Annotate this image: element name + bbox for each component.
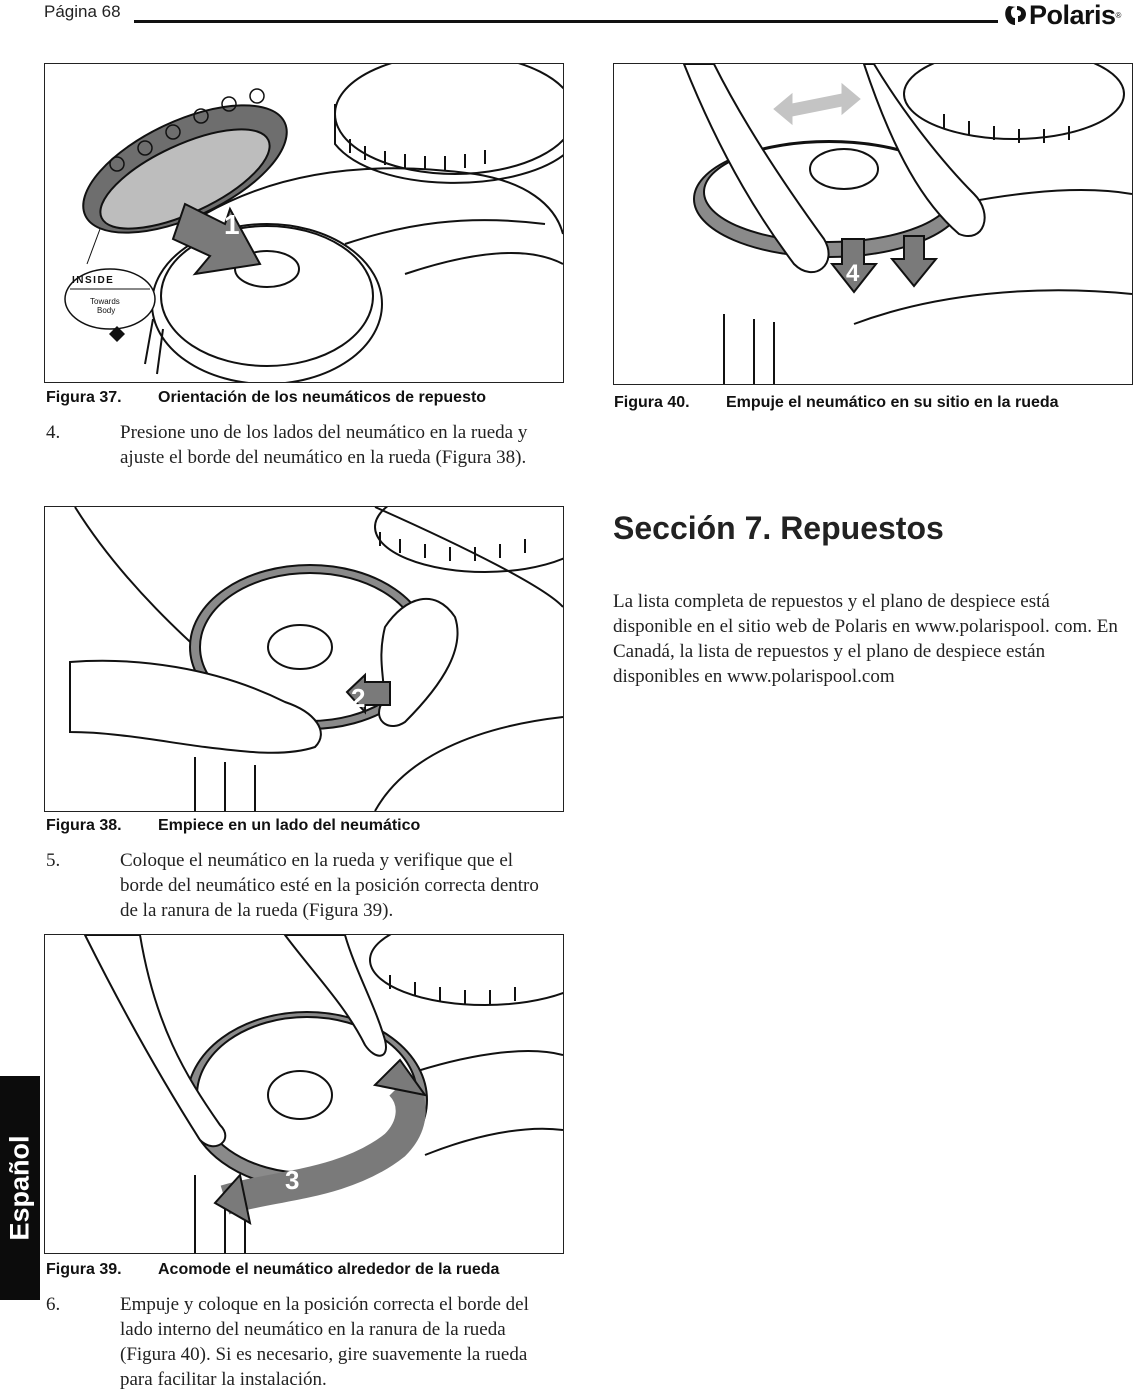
figure-39-caption: Figura 39. Acomode el neumático alrededor… [46,1261,499,1279]
callout-number-3: 3 [285,1165,300,1195]
figure-38-title: Empiece en un lado del neumático [158,817,421,834]
figure-40-illustration: 4 [613,63,1133,385]
callout-number-4: 4 [846,260,860,287]
figure-37-caption: Figura 37. Orientación de los neumáticos … [46,389,486,407]
figure-40-caption: Figura 40. Empuje el neumático en su siti… [614,394,1059,412]
step-6-text: Empuje y coloque en la posición correcta… [120,1294,529,1390]
step-4-number: 4. [46,422,61,443]
step-4-text: Presione uno de los lados del neumático … [120,422,528,468]
tire-orientation-drawing [64,64,563,382]
logo-wordmark: Polaris [1029,0,1116,30]
figure-39-illustration: 3 [44,934,564,1254]
page-number: Página 68 [44,2,121,21]
section-title: Sección 7. Repuestos [613,510,944,546]
header-rule [134,20,998,23]
figure-38-illustration: 2 [44,506,564,812]
push-tire-into-place-drawing [682,64,1132,384]
section-body: La lista completa de repuestos y el plan… [613,591,1118,687]
step-6-number: 6. [46,1294,61,1315]
figure-38-caption: Figura 38. Empiece en un lado del neumáti… [46,817,420,835]
figure-37-number: Figura 37. [46,389,122,406]
figure-37-illustration: 1 INSIDE Towards Body [44,63,564,383]
tag-towards-label: Towards [90,297,120,306]
figure-37-title: Orientación de los neumáticos de repuest… [158,389,487,406]
step-5-number: 5. [46,850,61,871]
tag-inside-label: INSIDE [72,275,115,286]
start-one-side-drawing [69,507,563,811]
step-5-text: Coloque el neumático en la rueda y verif… [120,850,539,921]
step-5: 5. Coloque el neumático en la rueda y ve… [46,848,566,924]
language-side-tab-label: Español [4,1135,35,1241]
figure-39-number: Figura 39. [46,1261,122,1278]
figure-38-number: Figura 38. [46,817,122,834]
figure-40-number: Figura 40. [614,394,690,411]
callout-number-2: 2 [351,683,366,713]
step-6: 6. Empuje y coloque en la posición corre… [46,1292,566,1392]
callout-number-1: 1 [224,209,240,240]
polaris-logo-icon [1005,6,1026,25]
step-4: 4. Presione uno de los lados del neumáti… [46,420,566,496]
registered-mark: ® [1115,10,1122,20]
fit-tire-around-wheel-drawing [83,935,563,1253]
figure-39-title: Acomode el neumático alrededor de la rue… [158,1261,500,1278]
tag-body-label: Body [97,306,116,315]
figure-40-title: Empuje el neumático en su sitio en la ru… [726,394,1059,411]
polaris-logo: Polaris® [1003,0,1121,30]
language-side-tab: Español [0,1076,40,1300]
